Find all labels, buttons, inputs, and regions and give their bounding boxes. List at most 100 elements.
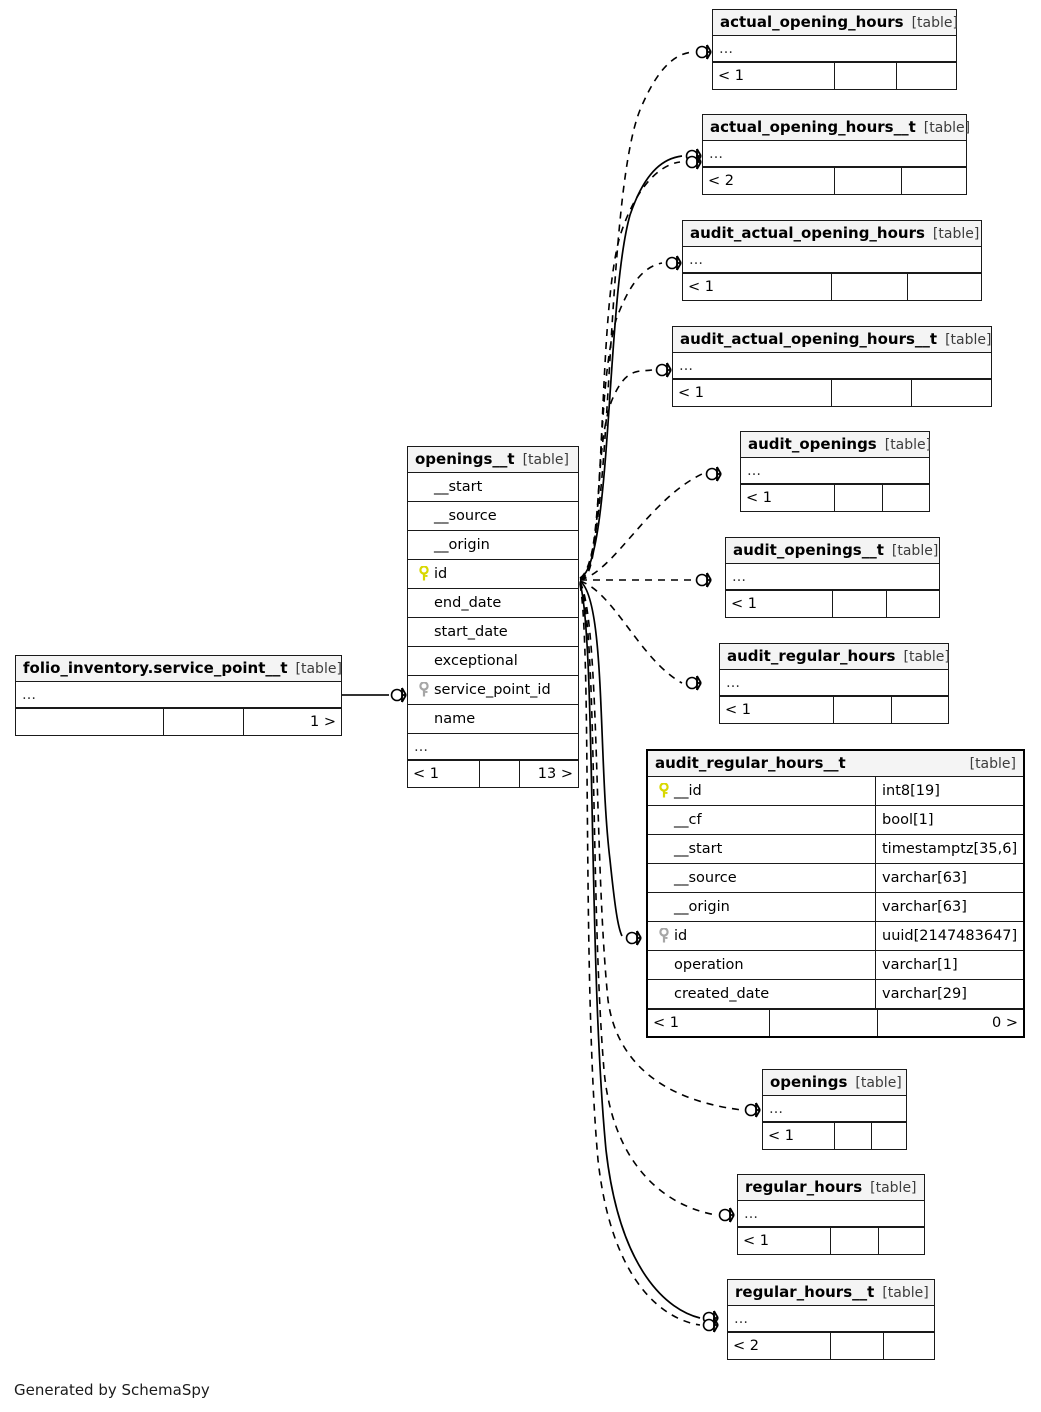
footer-parent-count: < 1 (718, 68, 744, 84)
table-footer: < 1 (741, 484, 929, 511)
table-title: folio_inventory.service_point__t (23, 659, 288, 677)
footer-middle (834, 1123, 871, 1149)
table-footer: < 1 (673, 379, 991, 406)
table-actual-opening-hours[interactable]: actual_opening_hours [table] … < 1 (712, 9, 958, 90)
table-columns-collapsed[interactable]: … (720, 670, 948, 696)
table-footer: < 1 (683, 273, 981, 300)
table-header: actual_opening_hours [table] (713, 10, 958, 36)
column-row[interactable]: end_date (408, 589, 578, 618)
table-audit-openings-t[interactable]: audit_openings__t [table] … < 1 (725, 537, 940, 618)
column-row-primary-key[interactable]: id (408, 560, 578, 589)
table-header: regular_hours__t [table] (728, 1280, 934, 1306)
edge-openings-to-audit-actual-opening-hours-t (579, 362, 672, 581)
column-row-foreign-key[interactable]: id uuid[2147483647] (648, 922, 1023, 951)
table-regular-hours[interactable]: regular_hours [table] … < 1 (737, 1174, 925, 1255)
edge-openings-to-audit-actual-opening-hours (579, 255, 682, 580)
table-columns-collapsed[interactable]: … (741, 458, 929, 484)
column-type: bool[1] (875, 806, 1023, 834)
footer-parent-count: < 1 (678, 385, 704, 401)
column-type: uuid[2147483647] (875, 922, 1023, 950)
column-type: timestamptz[35,6] (875, 835, 1023, 863)
column-row[interactable]: __cf bool[1] (648, 806, 1023, 835)
table-audit-regular-hours-t[interactable]: audit_regular_hours__t [table] __id int8… (646, 749, 1025, 1038)
footer-parent-count: < 1 (746, 490, 772, 506)
column-row[interactable]: exceptional (408, 647, 578, 676)
column-row-foreign-key[interactable]: service_point_id (408, 676, 578, 705)
table-type-tag: [table] (295, 661, 342, 677)
table-audit-actual-opening-hours[interactable]: audit_actual_opening_hours [table] … < 1 (682, 220, 982, 301)
footer-middle (830, 1333, 883, 1359)
table-type-tag: [table] (923, 120, 971, 136)
table-type-tag: [table] (903, 649, 950, 665)
table-header: openings__t [table] (408, 447, 578, 473)
footer-middle (831, 380, 911, 406)
table-title: regular_hours (745, 1178, 863, 1196)
column-row[interactable]: __start (408, 473, 578, 502)
column-row[interactable]: name (408, 705, 578, 734)
column-name: name (434, 711, 476, 727)
column-row[interactable]: __origin (408, 531, 578, 560)
table-columns-collapsed[interactable]: … (408, 734, 578, 760)
table-columns-collapsed[interactable]: … (726, 564, 939, 590)
table-columns-collapsed[interactable]: … (16, 682, 341, 708)
table-openings[interactable]: openings [table] … < 1 (762, 1069, 907, 1150)
column-row[interactable]: __source varchar[63] (648, 864, 1023, 893)
table-title: actual_opening_hours__t (710, 118, 916, 136)
column-row[interactable]: operation varchar[1] (648, 951, 1023, 980)
column-name: operation (674, 957, 744, 973)
table-audit-openings[interactable]: audit_openings [table] … < 1 (740, 431, 932, 512)
footer-child-count (907, 274, 981, 300)
column-row-primary-key[interactable]: __id int8[19] (648, 777, 1023, 806)
table-footer: < 1 (726, 590, 939, 617)
table-type-tag: [table] (884, 437, 932, 453)
column-row[interactable]: __start timestamptz[35,6] (648, 835, 1023, 864)
column-name: __source (674, 870, 737, 886)
table-audit-regular-hours[interactable]: audit_regular_hours [table] … < 1 (719, 643, 950, 724)
footer-middle (832, 591, 886, 617)
foreign-key-icon (414, 682, 434, 698)
foreign-key-icon (654, 928, 674, 944)
column-row[interactable]: start_date (408, 618, 578, 647)
table-regular-hours-t[interactable]: regular_hours__t [table] … < 2 (727, 1279, 935, 1360)
table-footer: < 1 (738, 1227, 924, 1254)
table-footer: < 2 (728, 1332, 934, 1359)
table-title: audit_actual_opening_hours (690, 224, 925, 242)
table-audit-actual-opening-hours-t[interactable]: audit_actual_opening_hours__t [table] … … (672, 326, 992, 407)
table-footer: < 1 (720, 696, 948, 723)
table-type-tag: [table] (882, 1285, 929, 1301)
footer-parent-count: < 2 (708, 173, 734, 189)
column-name: created_date (674, 986, 770, 1002)
table-columns-collapsed[interactable]: … (713, 36, 956, 62)
column-row[interactable]: __source (408, 502, 578, 531)
table-title: audit_regular_hours (727, 647, 896, 665)
footer-parent-count: < 1 (413, 766, 439, 782)
table-columns-collapsed[interactable]: … (683, 247, 981, 273)
table-header: audit_regular_hours [table] (720, 644, 950, 670)
column-name: __id (674, 783, 702, 799)
table-columns-collapsed[interactable]: … (703, 141, 966, 167)
column-name: id (434, 566, 448, 582)
table-columns-collapsed[interactable]: … (673, 353, 991, 379)
column-name: __start (674, 841, 723, 857)
footer-child-count (896, 63, 956, 89)
footer-parent-count (16, 709, 163, 735)
column-row[interactable]: __origin varchar[63] (648, 893, 1023, 922)
table-type-tag: [table] (522, 452, 569, 468)
table-columns-collapsed[interactable]: … (763, 1096, 906, 1122)
column-row[interactable]: created_date varchar[29] (648, 980, 1023, 1009)
table-columns-collapsed[interactable]: … (728, 1306, 934, 1332)
table-title: openings (770, 1073, 848, 1091)
edge-openings-to-audit-openings (579, 466, 722, 581)
table-header: audit_regular_hours__t [table] (648, 751, 1023, 777)
table-folio-inventory-service-point-t[interactable]: folio_inventory.service_point__t [table]… (15, 655, 342, 736)
column-type: varchar[63] (875, 864, 1023, 892)
table-columns-collapsed[interactable]: … (738, 1201, 924, 1227)
table-header: openings [table] (763, 1070, 906, 1096)
footer-middle (479, 761, 519, 787)
table-header: folio_inventory.service_point__t [table] (16, 656, 342, 682)
table-actual-opening-hours-t[interactable]: actual_opening_hours__t [table] … < 2 (702, 114, 971, 195)
footer-middle (834, 63, 896, 89)
table-type-tag: [table] (870, 1180, 917, 1196)
table-openings-t[interactable]: openings__t [table] __start __source __o… (407, 446, 579, 788)
table-title: audit_openings (748, 435, 877, 453)
